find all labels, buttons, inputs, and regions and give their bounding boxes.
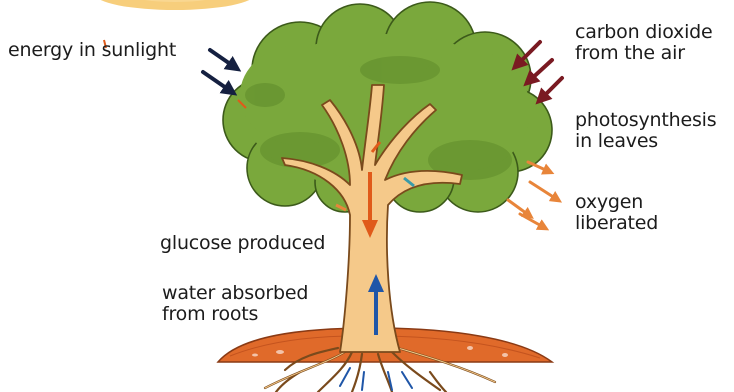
photosynthesis-label: photosynthesis in leaves bbox=[575, 110, 716, 152]
glucose-label: glucose produced bbox=[160, 233, 325, 254]
oxygen-label: oxygen liberated bbox=[575, 192, 658, 234]
sunlight-arrows bbox=[203, 50, 236, 92]
sun-glow bbox=[95, 0, 255, 10]
water-label: water absorbed from roots bbox=[162, 283, 308, 325]
co2-label: carbon dioxide from the air bbox=[575, 22, 713, 64]
root-water-arrows bbox=[340, 368, 412, 390]
sunlight-label: energy in sunlight bbox=[8, 40, 176, 61]
